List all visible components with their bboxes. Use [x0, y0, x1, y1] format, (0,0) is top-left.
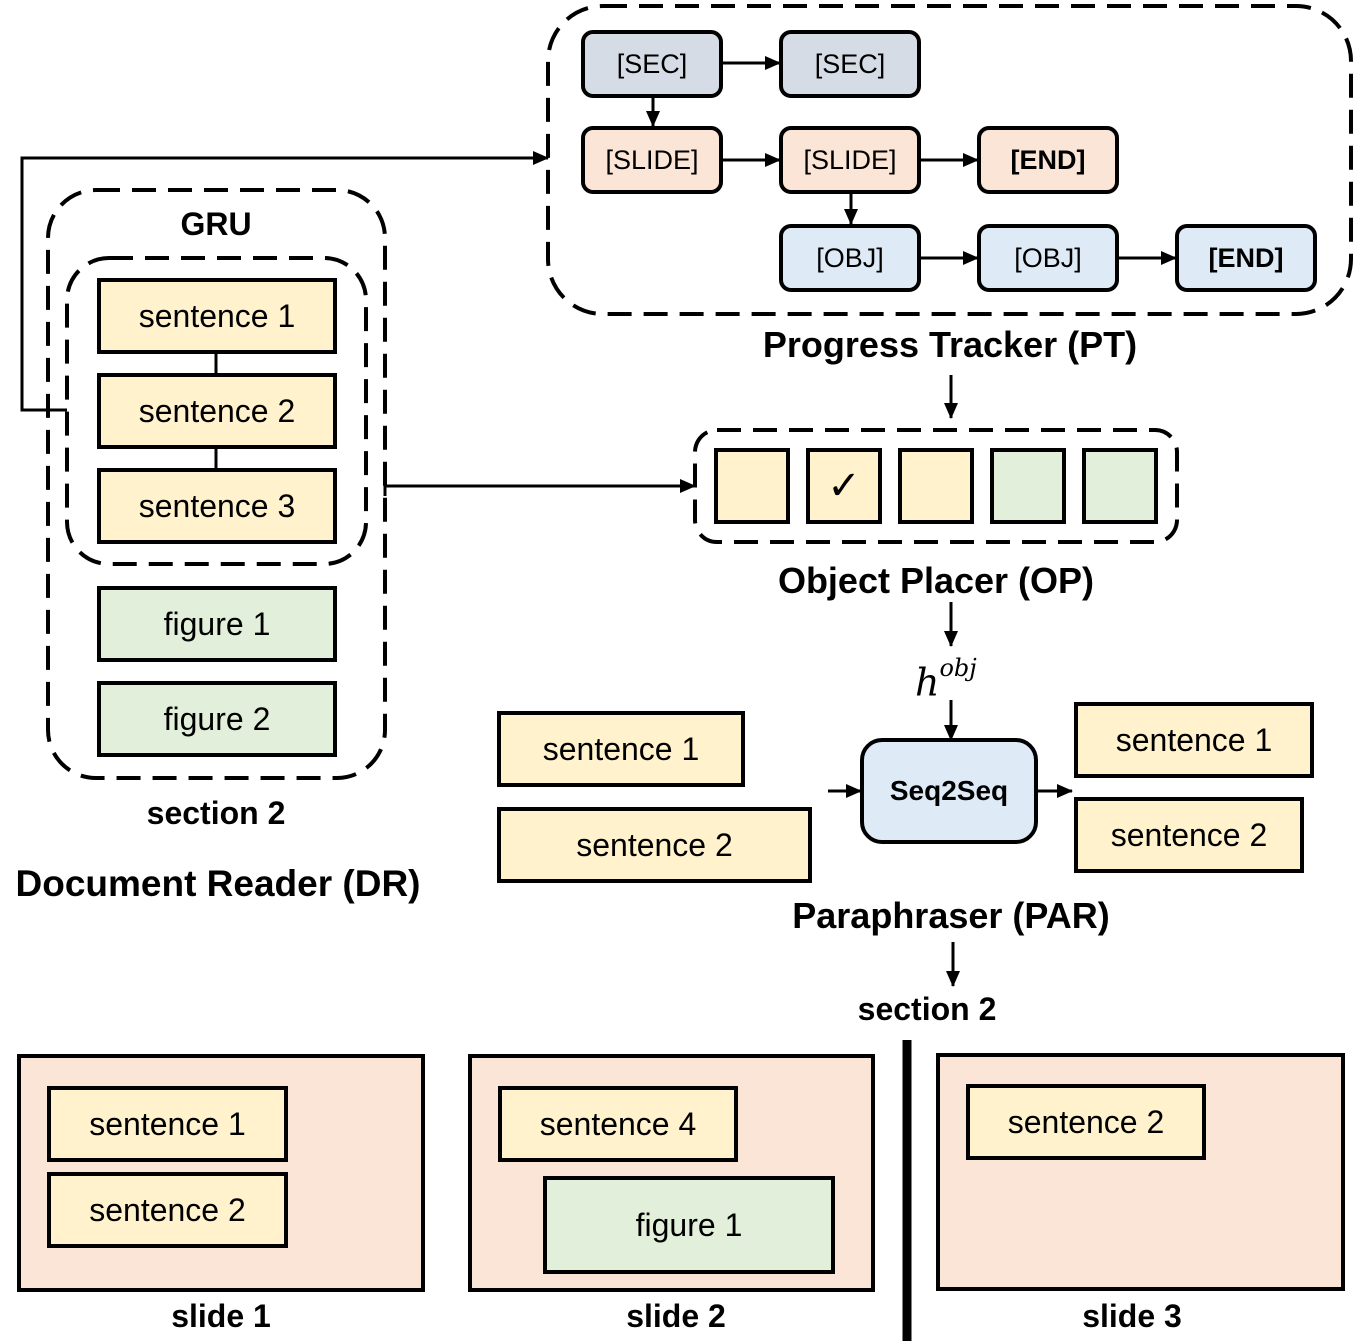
seq2seq-label: Seq2Seq [889, 775, 1009, 806]
hobj-symbol: h [915, 660, 940, 705]
token-label: [OBJ] [1014, 242, 1082, 273]
slide-2-figure-1: figure 1 [543, 1176, 835, 1274]
pt-token-slide-1: [SLIDE] [581, 126, 723, 194]
token-label: [SLIDE] [803, 144, 897, 175]
pt-token-slide-2: [SLIDE] [779, 126, 921, 194]
dr-figure-1: figure 1 [97, 586, 337, 662]
token-label: [SEC] [616, 48, 688, 79]
pt-token-obj-end: [END] [1175, 224, 1317, 292]
dr-section-label: section 2 [146, 795, 286, 831]
slide-2-sentence-4: sentence 4 [498, 1086, 738, 1162]
seq2seq-model: Seq2Seq [860, 738, 1038, 844]
slide-1-sentence-2: sentence 2 [47, 1172, 288, 1248]
sentence-label: sentence 2 [576, 826, 733, 863]
slide-2-label: slide 2 [626, 1298, 726, 1334]
figure-label: figure 1 [163, 605, 271, 642]
sentence-label: sentence 1 [542, 730, 700, 767]
sentence-label: sentence 2 [89, 1191, 246, 1228]
document-reader-title: Document Reader (DR) [15, 863, 421, 904]
gru-label: GRU [180, 206, 252, 242]
figure-label: figure 1 [635, 1206, 743, 1243]
sentence-label: sentence 3 [138, 487, 296, 524]
slide-1-label: slide 1 [171, 1298, 271, 1334]
pt-token-sec-2: [SEC] [779, 30, 921, 98]
checkmark-icon: ✓ [827, 464, 861, 508]
op-slot-1 [714, 448, 790, 524]
token-label: [END] [1208, 242, 1284, 273]
pt-token-obj-1: [OBJ] [779, 224, 921, 292]
sentence-label: sentence 2 [1007, 1103, 1165, 1140]
sentence-label: sentence 2 [138, 392, 296, 429]
pt-token-obj-2: [OBJ] [977, 224, 1119, 292]
dr-sentence-3: sentence 3 [97, 468, 337, 544]
token-label: [OBJ] [816, 242, 884, 273]
dr-figure-2: figure 2 [97, 681, 337, 757]
par-input-sentence-2: sentence 2 [497, 807, 812, 883]
pt-token-slide-end: [END] [977, 126, 1119, 194]
object-placer-title: Object Placer (OP) [777, 560, 1095, 601]
progress-tracker-title: Progress Tracker (PT) [762, 324, 1138, 365]
dr-sentence-1: sentence 1 [97, 278, 337, 354]
progress-tracker-container [546, 4, 1353, 316]
sentence-label: sentence 2 [1110, 816, 1268, 853]
par-section-label: section 2 [857, 991, 997, 1027]
slide-3-label: slide 3 [1082, 1298, 1182, 1334]
figure-label: figure 2 [163, 700, 271, 737]
token-label: [SLIDE] [605, 144, 699, 175]
sentence-label: sentence 1 [89, 1105, 246, 1142]
par-input-sentence-1: sentence 1 [497, 711, 745, 787]
slide-1-sentence-1: sentence 1 [47, 1086, 288, 1162]
par-output-sentence-1: sentence 1 [1074, 702, 1314, 778]
slide-3-sentence-2: sentence 2 [966, 1084, 1206, 1160]
sentence-label: sentence 4 [539, 1105, 697, 1142]
sentence-label: sentence 1 [1115, 721, 1273, 758]
dr-sentence-2: sentence 2 [97, 373, 337, 449]
op-slot-4 [990, 448, 1066, 524]
arrow-dr-to-pt [20, 151, 549, 412]
hobj-label: hobj [915, 654, 977, 705]
op-slot-5 [1082, 448, 1158, 524]
token-label: [END] [1010, 144, 1086, 175]
par-output-sentence-2: sentence 2 [1074, 797, 1304, 873]
token-label: [SEC] [814, 48, 886, 79]
sentence-label: sentence 1 [138, 297, 296, 334]
hobj-superscript: obj [939, 654, 977, 682]
pt-token-sec-1: [SEC] [581, 30, 723, 98]
paraphraser-title: Paraphraser (PAR) [792, 895, 1110, 936]
op-slot-3 [898, 448, 974, 524]
op-slot-2: ✓ [806, 448, 882, 524]
